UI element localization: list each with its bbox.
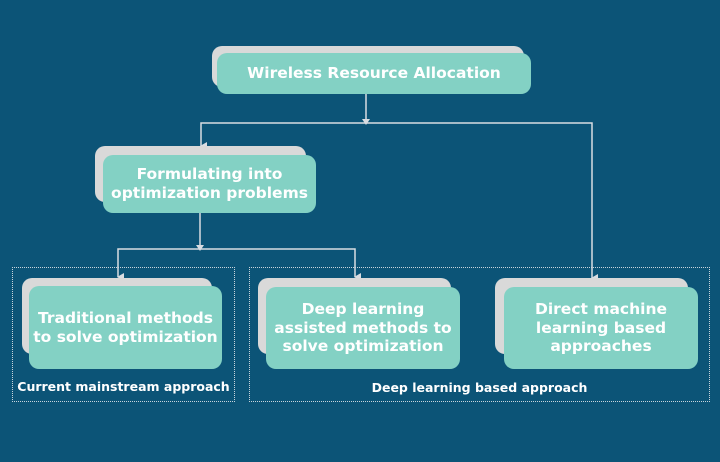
group-label-deep-learning: Deep learning based approach: [371, 380, 588, 395]
node-label: Wireless Resource Allocation: [247, 64, 501, 83]
node-label-line: Deep learning: [301, 300, 425, 319]
arrow-head: [362, 119, 370, 125]
node-label-line: assisted methods to: [274, 318, 452, 337]
group-label-current-mainstream: Current mainstream approach: [17, 379, 230, 394]
node-label-line: to solve optimization: [33, 327, 218, 346]
edge-formulate-to-traditional: [117, 248, 200, 281]
node-label-line: optimization problems: [111, 184, 308, 202]
edge-root-to-formulate: [200, 122, 366, 150]
node-label-line: Formulating into: [136, 165, 283, 184]
node-label-line: approaches: [550, 337, 652, 356]
node-label-line: Direct machine: [534, 300, 668, 319]
arrow-head: [196, 245, 204, 251]
node-label-line: learning based: [535, 318, 667, 337]
group-deep-learning: Deep learning based approach: [249, 267, 710, 402]
edge-root-to-direct-ml: [366, 122, 598, 282]
group-current-mainstream: Current mainstream approach: [12, 267, 235, 402]
edge-formulate-to-dl-assisted: [200, 248, 361, 281]
node-label-line: Traditional methods: [37, 308, 214, 327]
node-label-line: solve optimization: [282, 337, 444, 356]
